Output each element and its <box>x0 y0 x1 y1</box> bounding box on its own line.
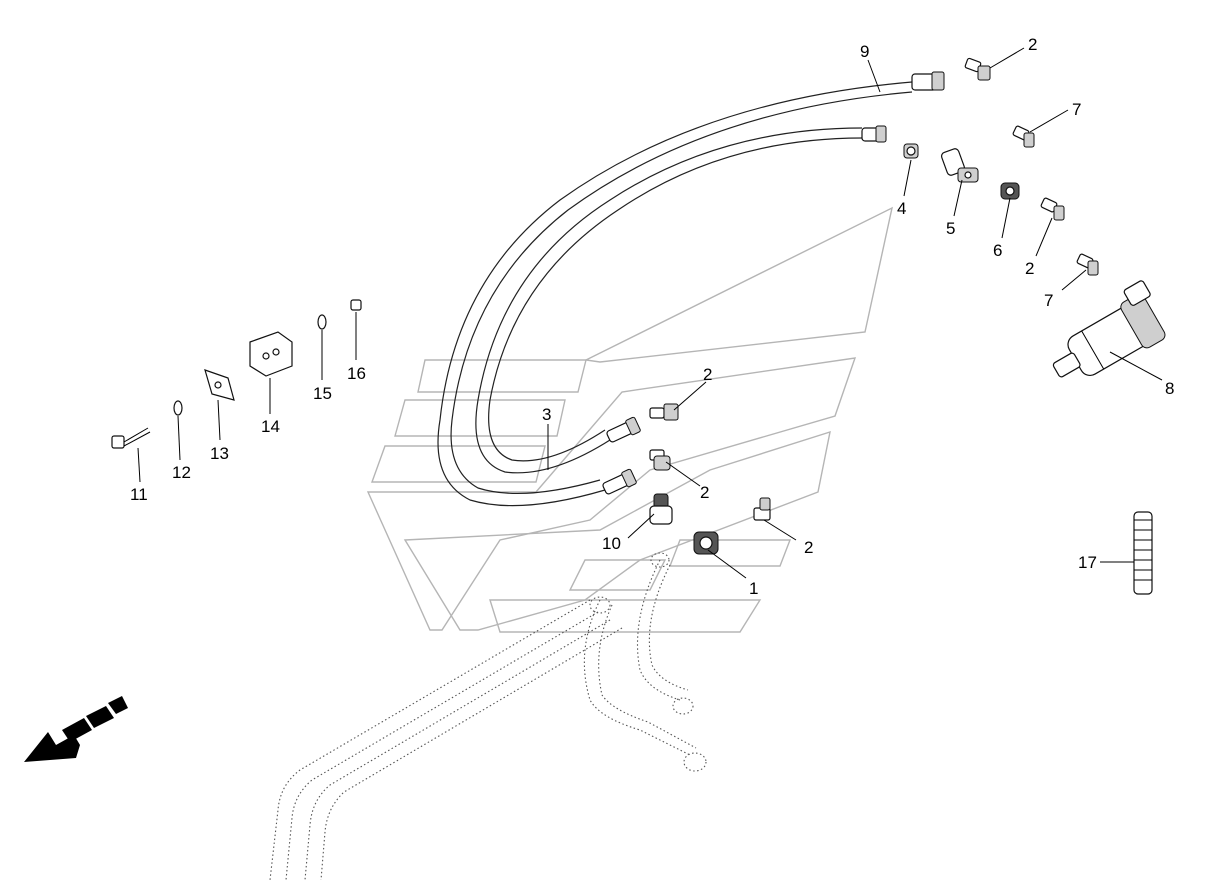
callout-2-center: 2 <box>700 483 709 502</box>
adapter-fitting-7-top[interactable] <box>1012 125 1035 148</box>
callout-1: 1 <box>749 579 758 598</box>
callout-13: 13 <box>210 444 229 463</box>
callout-8: 8 <box>1165 379 1174 398</box>
washer-15[interactable] <box>317 314 327 330</box>
callout-11: 11 <box>130 485 148 504</box>
leader-lines <box>137 47 1163 579</box>
hose-3[interactable] <box>475 125 887 497</box>
adapter-fitting-10[interactable] <box>649 493 673 525</box>
callout-15: 15 <box>313 384 332 403</box>
spiral-sleeve-17[interactable] <box>1133 511 1153 595</box>
adapter-fitting-7-lower[interactable] <box>1076 253 1099 276</box>
callout-9: 9 <box>860 42 869 61</box>
callout-14: 14 <box>261 417 280 436</box>
callout-12: 12 <box>172 463 191 482</box>
callout-10: 10 <box>602 534 621 553</box>
callout-labels: 9 2 7 4 5 6 2 7 8 3 2 2 10 2 1 11 12 13 … <box>130 35 1174 598</box>
callout-2-mid: 2 <box>1025 259 1034 278</box>
callout-7-top: 7 <box>1072 100 1081 119</box>
elbow-fitting-2-mid[interactable] <box>1040 197 1065 221</box>
nut-16[interactable] <box>350 299 362 311</box>
clamp-block-14[interactable] <box>249 331 293 377</box>
hydraulic-unit-8[interactable] <box>1038 280 1173 394</box>
callout-16: 16 <box>347 364 366 383</box>
nut-fitting-4[interactable] <box>903 143 919 159</box>
washer-12[interactable] <box>173 400 183 416</box>
nut-fitting-6[interactable] <box>1000 182 1020 200</box>
callout-7-lower: 7 <box>1044 291 1053 310</box>
ghost-pipes <box>269 552 707 881</box>
callout-6: 6 <box>993 241 1002 260</box>
elbow-fitting-2-center[interactable] <box>649 449 671 471</box>
hose-9[interactable] <box>437 71 945 507</box>
callout-4: 4 <box>897 199 906 218</box>
callout-5: 5 <box>946 219 955 238</box>
callout-17: 17 <box>1078 553 1097 572</box>
elbow-fitting-2-center-top[interactable] <box>649 403 679 421</box>
forward-direction-arrow-icon <box>24 696 128 762</box>
banjo-fitting-5[interactable] <box>940 148 979 183</box>
clamp-plate-13[interactable] <box>204 369 235 401</box>
bolt-11[interactable] <box>111 427 151 449</box>
elbow-fitting-2-right[interactable] <box>753 497 771 521</box>
elbow-fitting-2-top[interactable] <box>964 57 991 81</box>
callout-2-right: 2 <box>804 538 813 557</box>
callout-3: 3 <box>542 405 551 424</box>
callout-2-top: 2 <box>1028 35 1037 54</box>
callout-2-center-top: 2 <box>703 365 712 384</box>
nut-fitting-1[interactable] <box>693 531 719 555</box>
